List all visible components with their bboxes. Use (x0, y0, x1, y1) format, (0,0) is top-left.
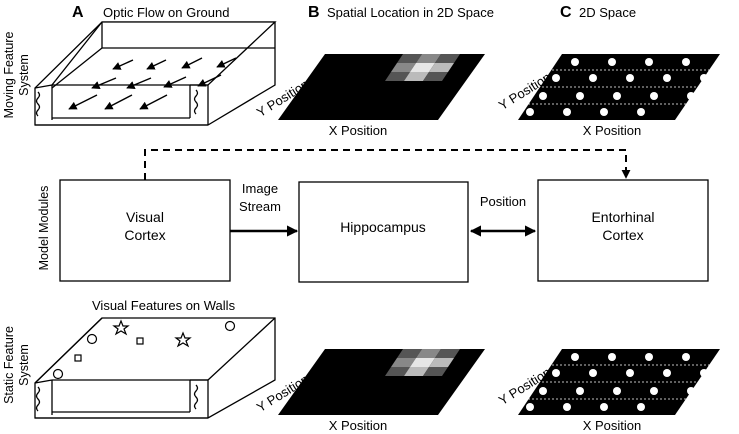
grid-cell-holes-bottom (526, 353, 708, 411)
position-connection: Position (469, 194, 537, 237)
side-label-static-system: Static Feature System (2, 326, 31, 404)
visual-cortex-box: Visual Cortex (59, 179, 231, 282)
grid-cell-space-bottom: Y Position X Position (496, 349, 720, 433)
feature-circle (86, 333, 98, 345)
hippocampus-box: Hippocampus (298, 181, 469, 283)
grid-cell-holes-top (526, 58, 708, 116)
panel-b-letter: B (308, 4, 320, 21)
image-stream-connection: Image Stream (230, 181, 299, 237)
location-grid-bottom (385, 349, 460, 376)
entorhinal-cortex-line2: Cortex (602, 227, 643, 243)
feature-square (74, 354, 82, 362)
panel-c-letter: C (560, 4, 572, 21)
feature-circle (224, 320, 236, 332)
static-system-line2: System (17, 344, 31, 386)
dashed-connection (144, 149, 631, 180)
side-label-moving-system: Moving Feature System (2, 32, 31, 119)
optic-flow-arrows (68, 57, 237, 110)
visual-cortex-line1: Visual (126, 209, 164, 225)
map-bottom-x-label: X Position (329, 418, 388, 433)
space-bottom-x-label: X Position (583, 418, 642, 433)
map-top-x-label: X Position (329, 123, 388, 138)
spatial-location-map-bottom: Y Position X Position (254, 349, 485, 433)
optic-flow-arena (34, 21, 277, 126)
entorhinal-cortex-box: Entorhinal Cortex (537, 179, 709, 282)
panel-c-title: 2D Space (579, 5, 636, 20)
entorhinal-cortex-line1: Entorhinal (591, 209, 654, 225)
panel-a-letter: A (72, 4, 84, 21)
walls-arena (34, 317, 276, 419)
location-grid-top (385, 54, 460, 81)
walls-title: Visual Features on Walls (92, 298, 236, 313)
model-modules-label: Model Modules (37, 186, 51, 271)
panel-a-title: Optic Flow on Ground (103, 5, 229, 20)
position-label: Position (480, 194, 526, 209)
visual-cortex-line2: Cortex (124, 227, 165, 243)
feature-star (174, 331, 192, 348)
feature-square (136, 337, 144, 345)
image-stream-line2: Stream (239, 199, 281, 214)
space-top-x-label: X Position (583, 123, 642, 138)
spatial-location-map-top: Y Position X Position (254, 54, 485, 138)
moving-system-line2: System (17, 54, 31, 96)
feature-circle (52, 368, 64, 380)
feature-star (112, 319, 130, 336)
hippocampus-label: Hippocampus (340, 219, 426, 235)
image-stream-line1: Image (242, 181, 278, 196)
panel-b-title: Spatial Location in 2D Space (327, 5, 494, 20)
static-system-line1: Static Feature (2, 326, 16, 404)
moving-system-line1: Moving Feature (2, 32, 16, 119)
wall-features (52, 319, 236, 380)
grid-cell-space-top: Y Position X Position (496, 54, 720, 138)
